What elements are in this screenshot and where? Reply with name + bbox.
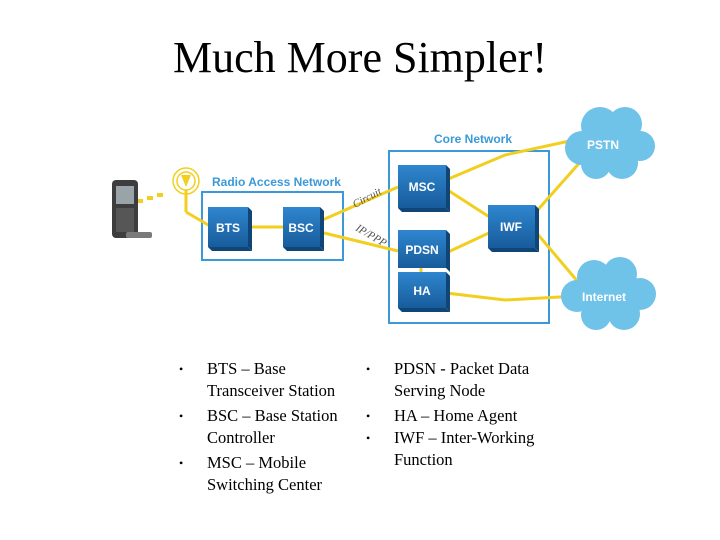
bullet-item: • HA – Home Agent <box>366 405 554 427</box>
node-pdsn: PDSN <box>398 230 450 272</box>
radio-access-network-label: Radio Access Network <box>212 175 341 189</box>
link-msc-pstn <box>445 138 575 182</box>
node-iwf: IWF <box>488 205 539 252</box>
bullet-text: HA – Home Agent <box>394 406 518 425</box>
bullet-text: MSC – Mobile Switching Center <box>207 453 323 494</box>
core-network-box <box>388 150 550 324</box>
bullet-dot: • <box>179 362 184 376</box>
pstn-cloud-label: PSTN <box>587 138 619 152</box>
link-msc-iwf <box>445 187 492 220</box>
pstn-cloud: PSTN <box>565 107 655 179</box>
radio-access-network-box <box>201 191 344 261</box>
link-pdsn-iwf <box>445 230 492 255</box>
bullet-dot: • <box>179 409 184 423</box>
bullet-dot: • <box>366 409 371 423</box>
link-iwf-internet <box>533 230 586 290</box>
link-bsc-msc <box>319 185 399 223</box>
bullet-item: • PDSN - Packet Data Serving Node <box>366 358 554 402</box>
circuit-link-label: Circuit <box>351 185 385 210</box>
bullet-text: BSC – Base Station Controller <box>207 406 338 447</box>
link-iwf-pstn <box>533 159 584 214</box>
node-bts: BTS <box>208 207 252 251</box>
mobile-phone-icon <box>112 180 152 238</box>
bullet-text: BTS – Base Transceiver Station <box>207 359 336 400</box>
core-network-label: Core Network <box>434 132 512 146</box>
node-pdsn-label: PDSN <box>405 243 438 257</box>
slide-title: Much More Simpler! <box>173 33 547 82</box>
node-bsc-label: BSC <box>288 221 314 235</box>
link-ha-internet <box>445 291 579 302</box>
bullet-item: • IWF – Inter-Working Function <box>366 427 554 471</box>
bullet-dot: • <box>179 456 184 470</box>
node-ha: HA <box>398 272 450 312</box>
bullet-item: • MSC – Mobile Switching Center <box>179 452 357 496</box>
bullet-dot: • <box>366 431 371 445</box>
node-ha-label: HA <box>413 284 431 298</box>
bullet-list-right: • PDSN - Packet Data Serving Node • HA – H… <box>366 358 554 474</box>
link-bsc-pdsn <box>319 230 399 253</box>
bullet-item: • BSC – Base Station Controller <box>179 405 357 449</box>
node-iwf-label: IWF <box>500 220 522 234</box>
bullet-item: • BTS – Base Transceiver Station <box>179 358 357 402</box>
bullet-text: IWF – Inter-Working Function <box>394 428 535 469</box>
node-msc-label: MSC <box>409 180 436 194</box>
internet-cloud: Internet <box>561 257 656 330</box>
node-msc: MSC <box>398 165 450 212</box>
bullet-text: PDSN - Packet Data Serving Node <box>394 359 530 400</box>
node-bts-label: BTS <box>216 221 240 235</box>
antenna-icon <box>172 167 200 195</box>
radio-link-dots <box>137 193 163 203</box>
bullet-list-left: • BTS – Base Transceiver Station • BSC – B… <box>179 358 357 499</box>
node-bsc: BSC <box>283 207 324 251</box>
internet-cloud-label: Internet <box>582 290 626 304</box>
bullet-dot: • <box>366 362 371 376</box>
